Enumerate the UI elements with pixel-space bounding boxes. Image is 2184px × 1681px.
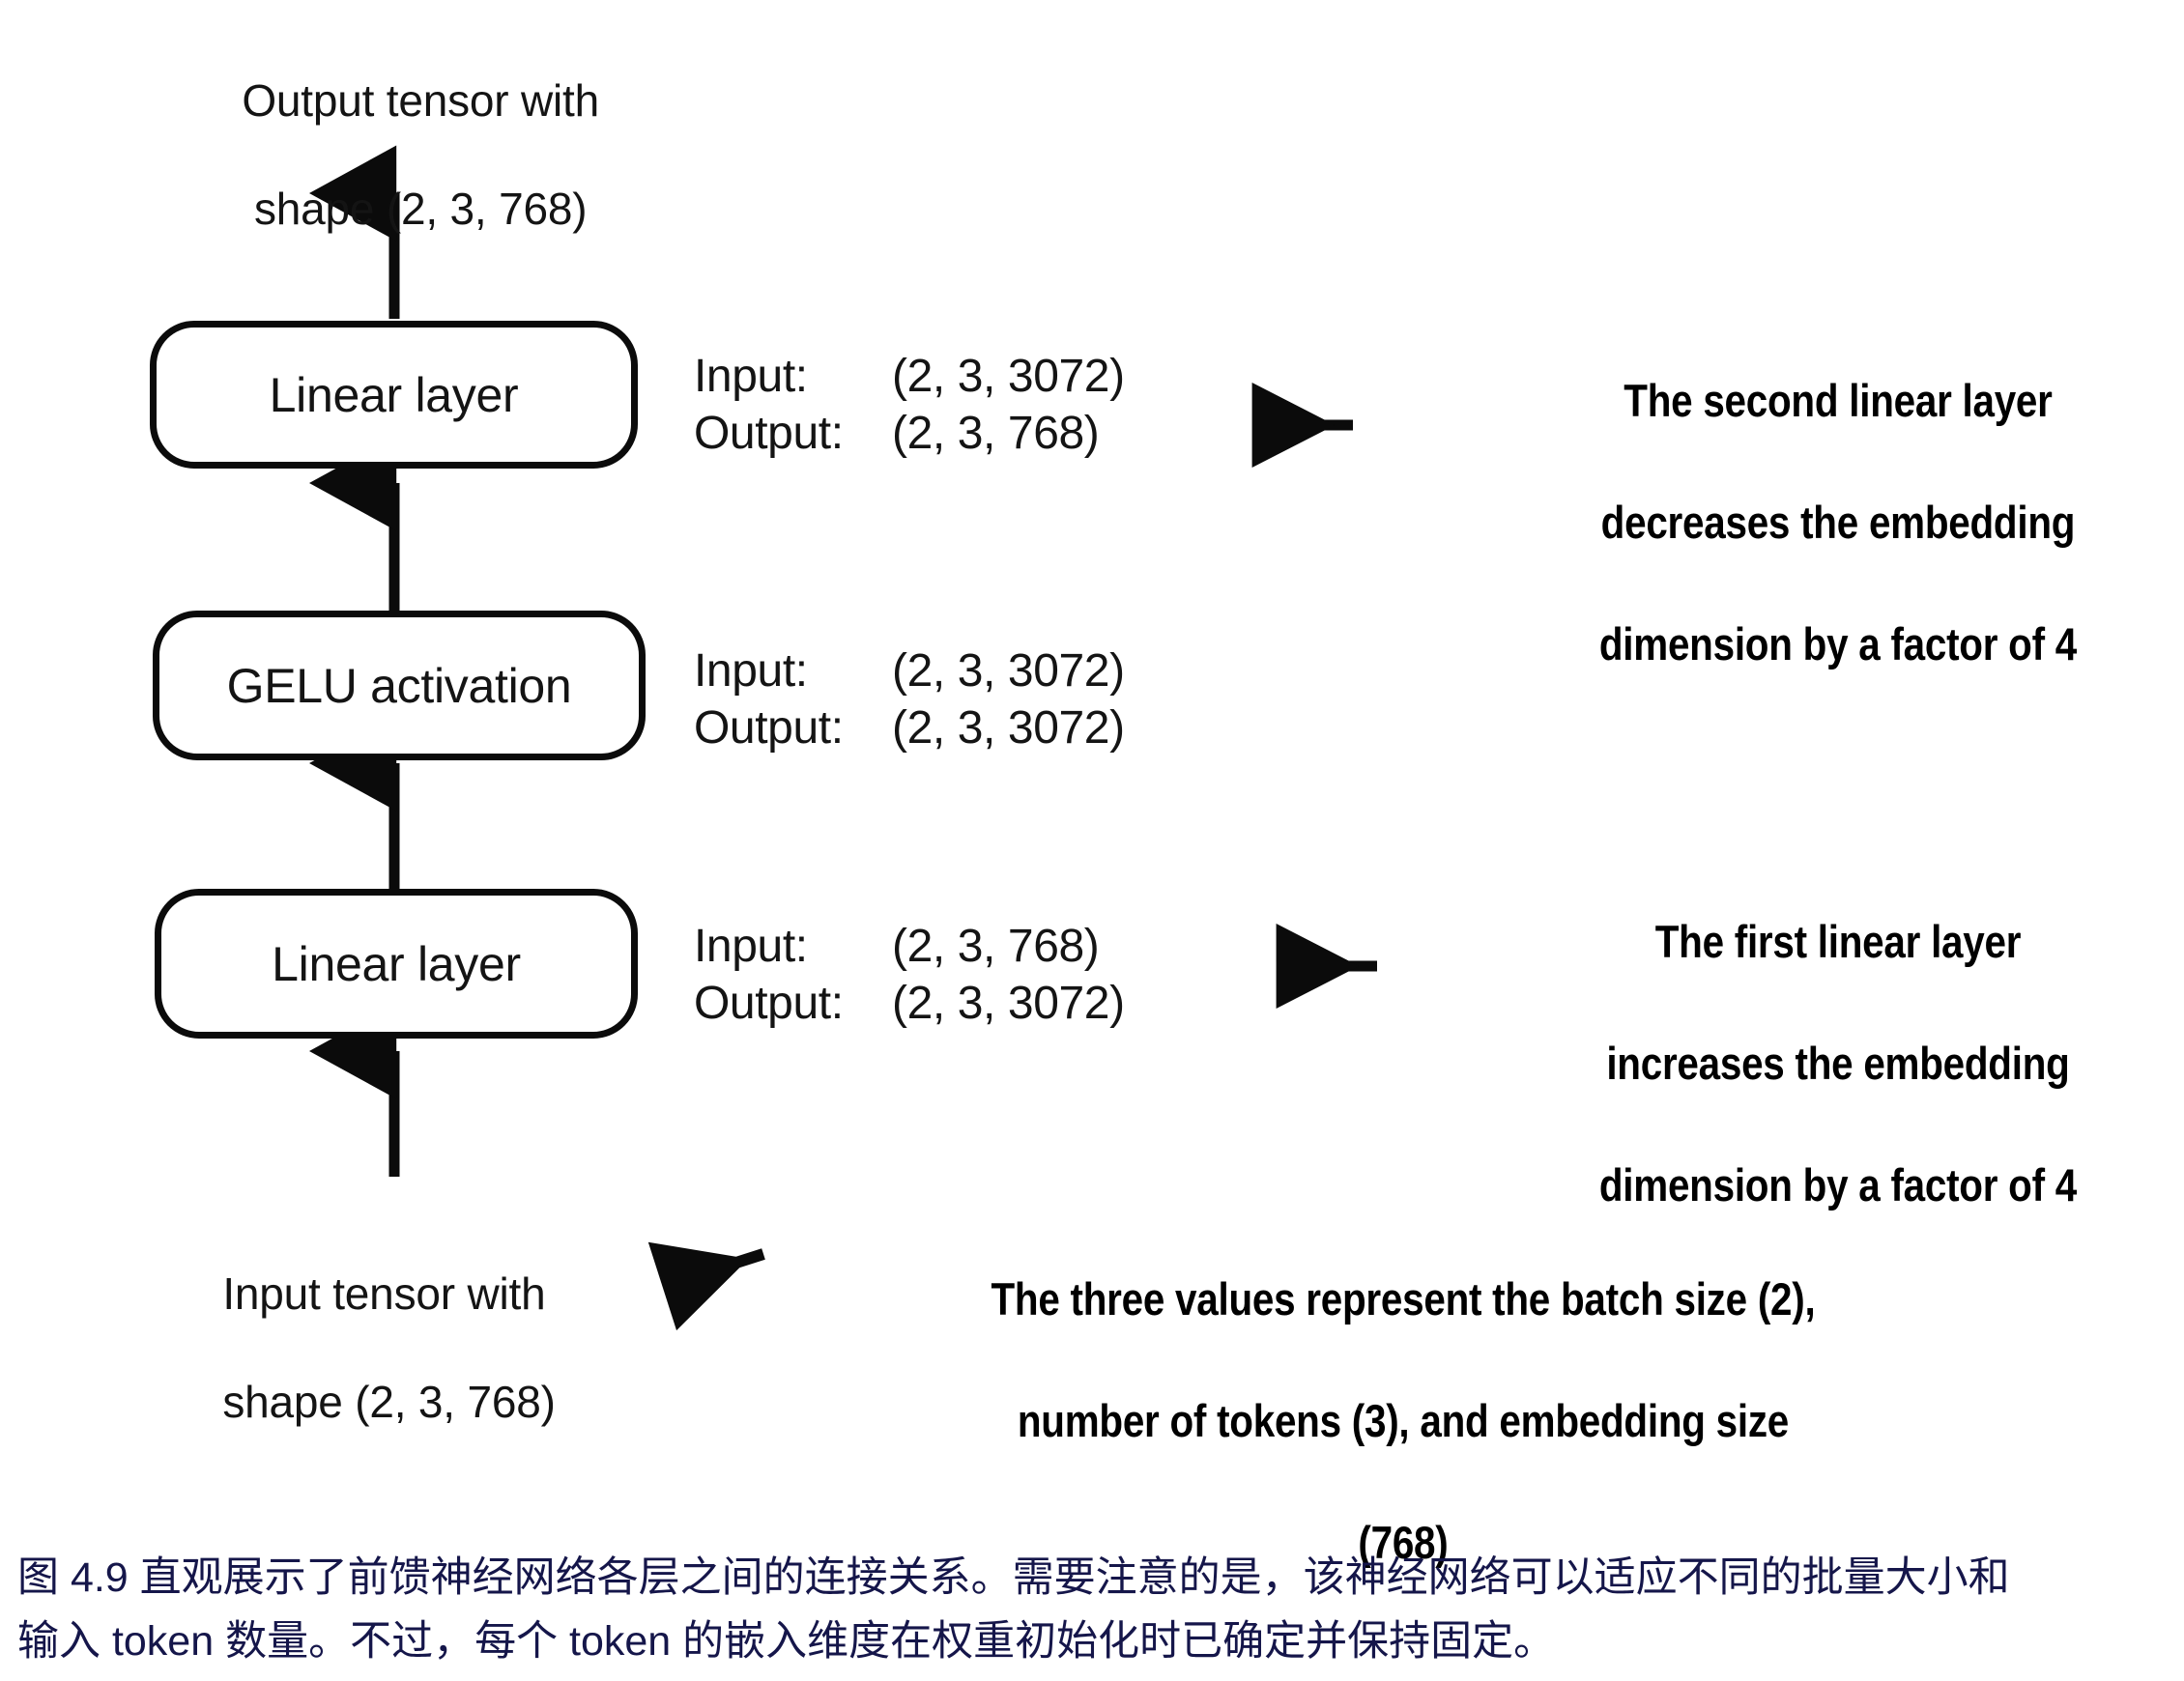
annotation-three-values-line2: number of tokens (3), and embedding size: [1017, 1395, 1790, 1446]
annotation-three-values-line1: The three values represent the batch siz…: [991, 1273, 1816, 1325]
io-output-row: Output: (2, 3, 3072): [694, 699, 1125, 756]
io-input-value: (2, 3, 3072): [892, 645, 1125, 697]
node-gelu-activation[interactable]: GELU activation: [153, 611, 646, 760]
node-linear-layer-first[interactable]: Linear layer: [155, 889, 638, 1039]
io-output-key: Output:: [694, 978, 844, 1029]
figure-caption-line2: 输入 token 数量。不过，每个 token 的嵌入维度在权重初始化时已确定并…: [17, 1618, 1556, 1665]
io-input-row: Input: (2, 3, 768): [694, 918, 1125, 975]
io-output-value: (2, 3, 3072): [892, 978, 1125, 1029]
io-spec-linear-layer-first: Input: (2, 3, 768) Output: (2, 3, 3072): [694, 918, 1125, 1032]
annotation-first-linear-layer: The first linear layer increases the emb…: [1526, 850, 2108, 1276]
input-tensor-label-line1: Input tensor with: [222, 1268, 546, 1319]
output-tensor-label-line1: Output tensor with: [242, 75, 600, 126]
io-output-row: Output: (2, 3, 768): [694, 405, 1125, 462]
annotation-second-linear-line3: dimension by a factor of 4: [1598, 618, 2078, 670]
annotation-first-linear-line1: The first linear layer: [1654, 916, 2022, 967]
annotation-three-values-line3: (768): [1358, 1517, 1449, 1568]
input-tensor-label-line2: shape (2, 3, 768): [222, 1377, 556, 1427]
node-linear-layer-first-label: Linear layer: [272, 936, 521, 991]
output-tensor-label: Output tensor with shape (2, 3, 768): [97, 19, 696, 290]
io-output-value: (2, 3, 768): [892, 408, 1100, 459]
io-spec-linear-layer-second: Input: (2, 3, 3072) Output: (2, 3, 768): [694, 348, 1125, 462]
io-input-row: Input: (2, 3, 3072): [694, 348, 1125, 405]
arrow-annotation-three-values: [647, 1241, 765, 1331]
output-tensor-label-line2: shape (2, 3, 768): [253, 184, 588, 234]
node-linear-layer-second-label: Linear layer: [269, 367, 519, 422]
annotation-second-linear-layer: The second linear layer decreases the em…: [1526, 309, 2108, 735]
io-output-row: Output: (2, 3, 3072): [694, 975, 1125, 1032]
io-spec-gelu-activation: Input: (2, 3, 3072) Output: (2, 3, 3072): [694, 642, 1125, 756]
annotation-second-linear-line1: The second linear layer: [1624, 375, 2053, 426]
annotation-first-linear-line2: increases the embedding: [1606, 1038, 2070, 1089]
io-output-key: Output:: [694, 408, 844, 459]
io-output-value: (2, 3, 3072): [892, 702, 1125, 754]
io-input-row: Input: (2, 3, 3072): [694, 642, 1125, 699]
io-input-key: Input:: [694, 921, 808, 972]
input-tensor-label: Input tensor with shape (2, 3, 768): [174, 1212, 676, 1483]
io-input-value: (2, 3, 3072): [892, 351, 1125, 402]
annotation-first-linear-line3: dimension by a factor of 4: [1598, 1159, 2078, 1211]
io-input-key: Input:: [694, 645, 808, 697]
io-input-value: (2, 3, 768): [892, 921, 1100, 972]
annotation-second-linear-line2: decreases the embedding: [1600, 497, 2076, 548]
io-output-key: Output:: [694, 702, 844, 754]
node-gelu-activation-label: GELU activation: [226, 658, 572, 713]
io-input-key: Input:: [694, 351, 808, 402]
figure-caption-line1: 图 4.9 直观展示了前馈神经网络各层之间的连接关系。需要注意的是，该神经网络可…: [17, 1554, 2010, 1601]
figure-caption: 图 4.9 直观展示了前馈神经网络各层之间的连接关系。需要注意的是，该神经网络可…: [17, 1546, 2172, 1673]
node-linear-layer-second[interactable]: Linear layer: [150, 321, 638, 469]
annotation-three-values: The three values represent the batch siz…: [883, 1208, 1881, 1634]
